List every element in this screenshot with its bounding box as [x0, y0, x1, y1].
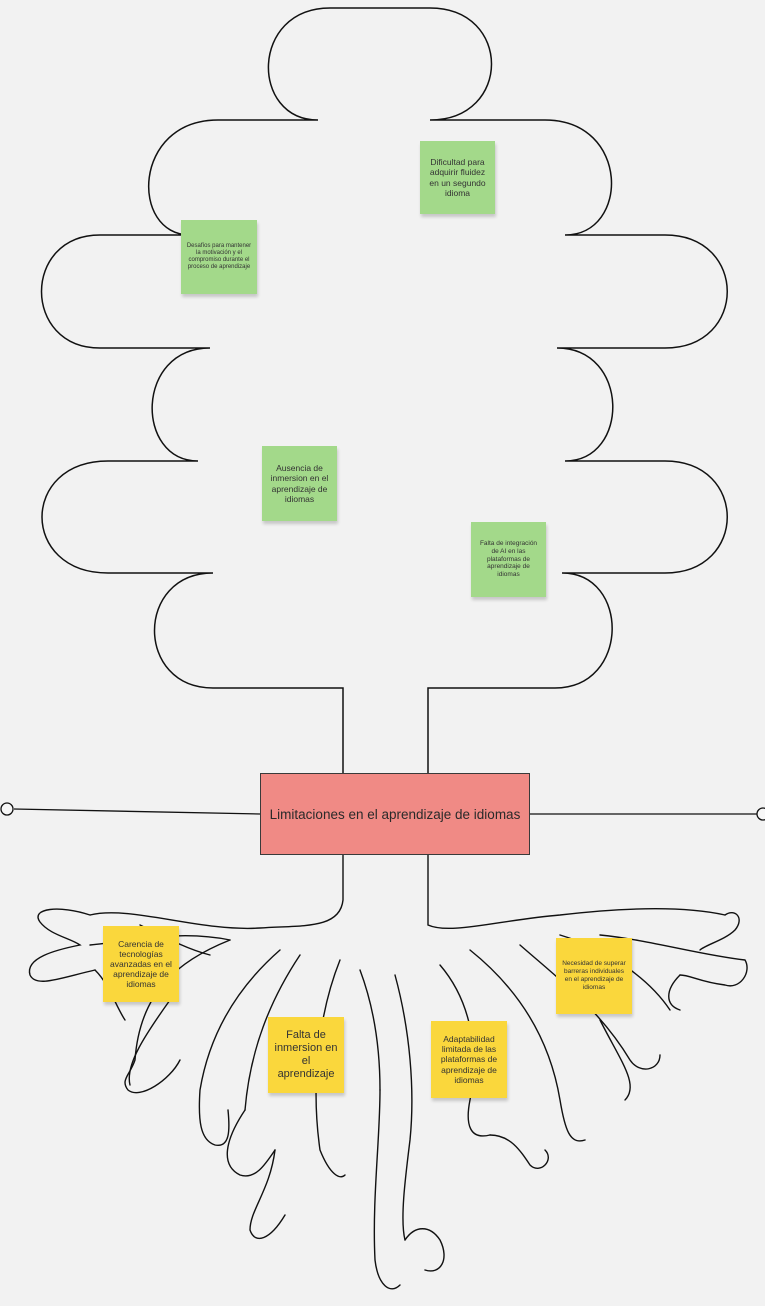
canopy-note-fluency[interactable]: Dificultad para adquirir fluidez en un s… [420, 141, 495, 214]
canopy-outline [40, 7, 728, 773]
root-note-immersion[interactable]: Falta de inmersion en el aprendizaje [268, 1017, 344, 1093]
left-connector-line [13, 808, 261, 815]
canopy-note-immersion[interactable]: Ausencia de inmersion en el aprendizaje … [262, 446, 337, 521]
canopy-note-motivation[interactable]: Desafíos para mantener la motivación y e… [181, 220, 257, 294]
root-note-technology[interactable]: Carencia de tecnologías avanzadas en el … [103, 926, 179, 1002]
central-problem-box[interactable]: Limitaciones en el aprendizaje de idioma… [260, 773, 530, 855]
central-problem-label: Limitaciones en el aprendizaje de idioma… [269, 806, 521, 822]
left-connector-handle[interactable] [0, 802, 14, 816]
right-connector-handle[interactable] [756, 807, 765, 821]
root-branches [28, 908, 748, 1290]
root-note-barriers[interactable]: Necesidad de superar barreras individual… [556, 938, 632, 1014]
root-trunk [89, 855, 726, 930]
canopy-note-ai-integration[interactable]: Falta de integración de AI en las plataf… [471, 522, 546, 597]
root-note-adaptability[interactable]: Adaptabilidad limitada de las plataforma… [431, 1021, 507, 1098]
